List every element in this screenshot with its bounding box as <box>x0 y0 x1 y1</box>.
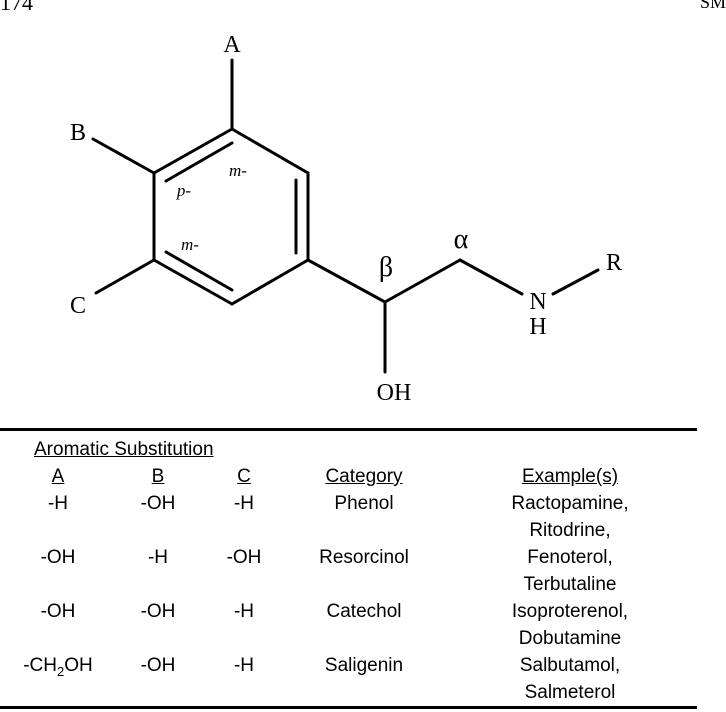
cell-category: Saligenin <box>324 655 404 676</box>
hydroxyl-label: OH <box>377 380 412 406</box>
running-head: SM <box>699 0 726 12</box>
column-header-row: A B C Category Example(s) <box>20 463 680 490</box>
cell-c: -H <box>233 601 255 622</box>
column-header-examples: Example(s) <box>521 466 619 487</box>
cell-examples: Isoproterenol,Dobutamine <box>511 601 629 649</box>
cell-examples: Fenoterol,Terbutaline <box>523 547 617 595</box>
alpha-label: α <box>454 224 469 255</box>
meta-position-top-label: m- <box>229 161 247 180</box>
cell-examples: Salbutamol,Salmeterol <box>519 655 621 703</box>
bond-alpha-n <box>458 258 524 296</box>
para-position-label: p- <box>176 181 192 200</box>
ring-bond-top-right <box>230 127 310 175</box>
column-header-category: Category <box>325 466 403 487</box>
table-row: -H -OH -H Phenol Ractopamine,Ritodrine, <box>20 490 680 544</box>
table-row: -OH -H -OH Resorcinol Fenoterol,Terbutal… <box>20 544 680 598</box>
bond-n-r <box>551 268 600 296</box>
substituent-r-label: R <box>606 250 622 276</box>
aromatic-substitution-header: Aromatic Substitution <box>34 439 214 460</box>
table-bottom-rule <box>0 706 697 709</box>
cell-b: -OH <box>140 655 176 676</box>
cell-b: -H <box>147 547 169 568</box>
table-top-rule <box>0 428 697 431</box>
cell-a: -OH <box>40 547 76 568</box>
page-number: 174 <box>0 0 33 15</box>
substituent-b-label: B <box>70 120 86 146</box>
ring-bond-top-left <box>152 127 234 175</box>
nitrogen-atom-label: N <box>529 289 546 315</box>
bond-beta-alpha <box>383 258 462 304</box>
chemical-structure-diagram: A B C R β α m- p- m- N H OH <box>70 32 622 406</box>
bond-to-b <box>91 137 156 175</box>
ring-bond-bottom-left <box>152 258 234 306</box>
column-header-a: A <box>51 466 65 487</box>
table-row: -OH -OH -H Catechol Isoproterenol,Dobuta… <box>20 598 680 652</box>
table-row: -CH2OH -OH -H Saligenin Salbutamol,Salme… <box>20 652 680 706</box>
cell-b: -OH <box>140 601 176 622</box>
bond-to-c <box>94 258 156 295</box>
substituent-a-label: A <box>223 32 241 58</box>
substitution-table: Aromatic Substitution A B C Category Exa… <box>20 436 680 706</box>
ring-double-bond-bottom-left <box>164 250 234 292</box>
cell-c: -H <box>233 493 255 514</box>
substituent-c-label: C <box>70 293 86 319</box>
cell-a: -H <box>47 493 69 514</box>
bond-ring-beta <box>306 258 387 304</box>
beta-label: β <box>379 252 393 283</box>
cell-examples: Ractopamine,Ritodrine, <box>511 493 629 541</box>
cell-c: -OH <box>226 547 262 568</box>
cell-category: Resorcinol <box>319 547 409 568</box>
column-header-b: B <box>151 466 165 487</box>
cell-a: -CH2OH <box>23 655 93 679</box>
amine-hydrogen-label: H <box>529 314 546 340</box>
cell-b: -OH <box>140 493 176 514</box>
ring-bond-bottom-right <box>230 258 310 306</box>
cell-c: -H <box>233 655 255 676</box>
group-header-row: Aromatic Substitution <box>20 436 680 463</box>
cell-a: -OH <box>40 601 76 622</box>
cell-category: Catechol <box>326 601 402 622</box>
cell-category: Phenol <box>334 493 394 514</box>
ring-double-bond-top-left <box>164 141 234 183</box>
column-header-c: C <box>237 466 251 487</box>
meta-position-bottom-label: m- <box>181 235 199 254</box>
